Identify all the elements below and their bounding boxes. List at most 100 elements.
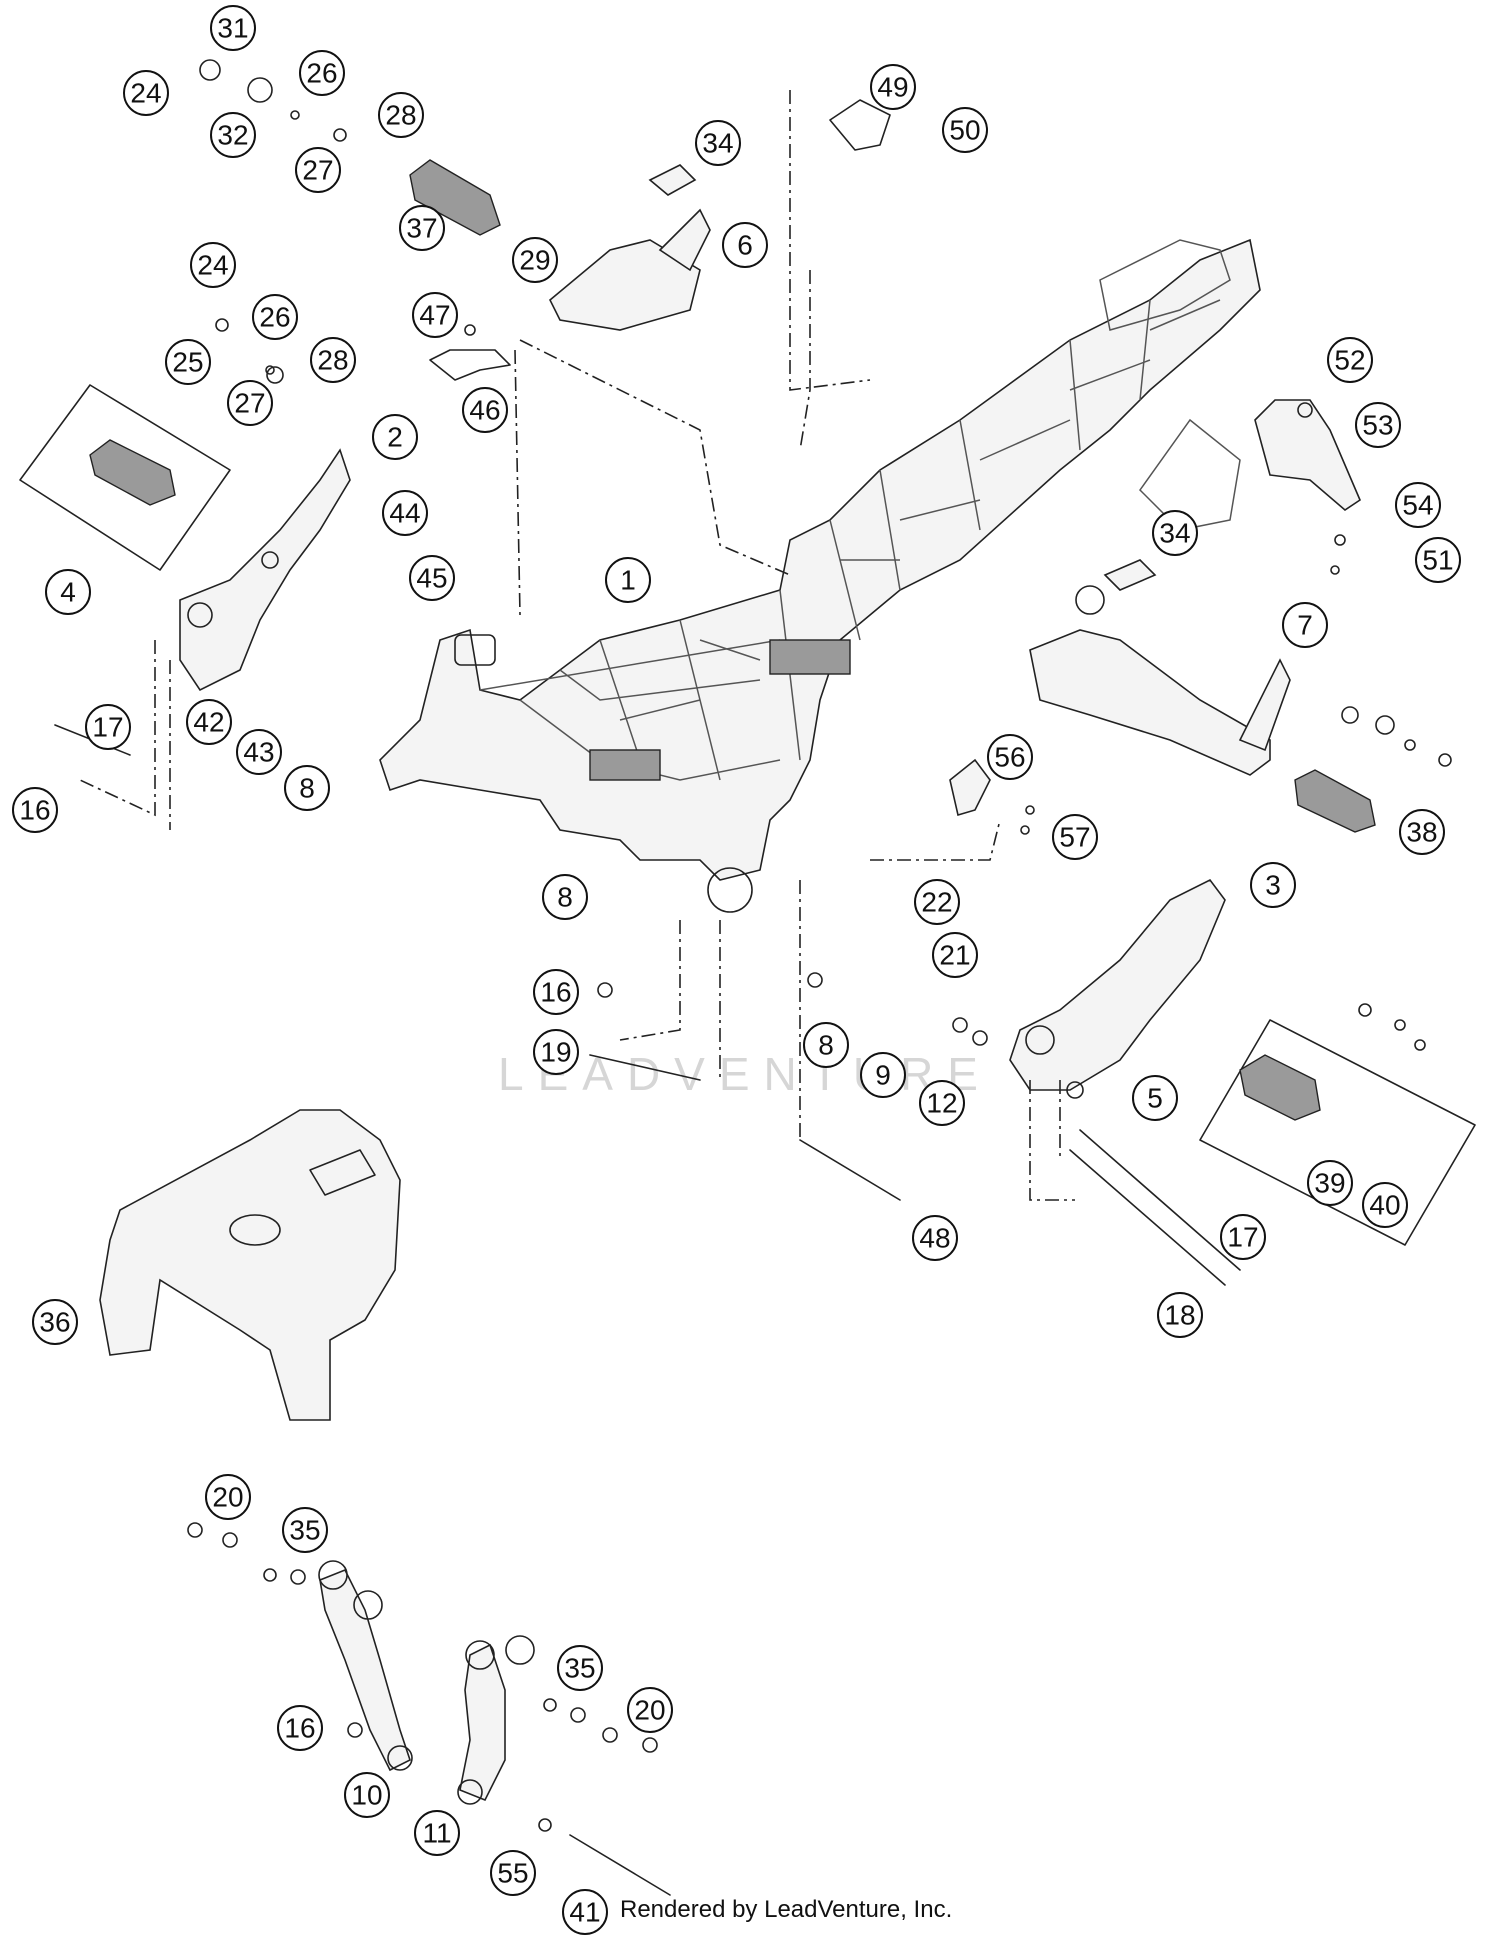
callout-7[interactable]: 7 <box>1282 602 1328 648</box>
footrest-bracket-right[interactable] <box>1009 878 1226 1091</box>
callout-53[interactable]: 53 <box>1355 402 1401 448</box>
svg-text:27: 27 <box>234 388 265 419</box>
callout-26[interactable]: 26 <box>252 294 298 340</box>
plate-34-right[interactable] <box>1103 559 1157 591</box>
callout-28[interactable]: 28 <box>310 337 356 383</box>
bolt-17-right[interactable] <box>1079 1129 1241 1271</box>
bolt-19[interactable] <box>589 1054 701 1081</box>
callout-54[interactable]: 54 <box>1395 482 1441 528</box>
callout-38[interactable]: 38 <box>1399 809 1445 855</box>
callout-27[interactable]: 27 <box>227 380 273 426</box>
svg-text:29: 29 <box>519 245 550 276</box>
callout-56[interactable]: 56 <box>987 734 1033 780</box>
bolt-48[interactable] <box>799 1139 901 1201</box>
callout-27[interactable]: 27 <box>295 147 341 193</box>
callout-24[interactable]: 24 <box>190 242 236 288</box>
svg-text:17: 17 <box>1227 1222 1258 1253</box>
callout-24[interactable]: 24 <box>123 70 169 116</box>
callout-2[interactable]: 2 <box>372 414 418 460</box>
callout-18[interactable]: 18 <box>1157 1292 1203 1338</box>
link-10[interactable] <box>319 1568 411 1772</box>
callout-25[interactable]: 25 <box>165 339 211 385</box>
callout-3[interactable]: 3 <box>1250 862 1296 908</box>
callout-55[interactable]: 55 <box>490 1850 536 1896</box>
callout-17[interactable]: 17 <box>1220 1214 1266 1260</box>
callout-17[interactable]: 17 <box>85 704 131 750</box>
callout-20[interactable]: 20 <box>627 1687 673 1733</box>
callout-40[interactable]: 40 <box>1362 1182 1408 1228</box>
callout-16[interactable]: 16 <box>277 1705 323 1751</box>
svg-text:25: 25 <box>172 347 203 378</box>
callout-43[interactable]: 43 <box>236 729 282 775</box>
callout-8[interactable]: 8 <box>803 1022 849 1068</box>
svg-text:1: 1 <box>620 565 636 596</box>
callout-36[interactable]: 36 <box>32 1299 78 1345</box>
callout-51[interactable]: 51 <box>1415 537 1461 583</box>
main-frame-part[interactable] <box>379 238 1261 913</box>
callout-8[interactable]: 8 <box>284 765 330 811</box>
callout-46[interactable]: 46 <box>462 387 508 433</box>
footpeg-kit-left-box[interactable] <box>19 384 231 571</box>
bolt-18[interactable] <box>1069 1149 1226 1286</box>
bolt-41[interactable] <box>569 1834 671 1896</box>
callout-5[interactable]: 5 <box>1132 1075 1178 1121</box>
footpeg-37[interactable] <box>409 159 501 236</box>
callout-57[interactable]: 57 <box>1052 814 1098 860</box>
callout-26[interactable]: 26 <box>299 50 345 96</box>
callout-19[interactable]: 19 <box>533 1029 579 1075</box>
callout-6[interactable]: 6 <box>722 222 768 268</box>
footrest-bracket-7[interactable] <box>1029 629 1271 776</box>
callout-32[interactable]: 32 <box>210 112 256 158</box>
plate-34-top[interactable] <box>648 164 697 196</box>
bracket-53[interactable] <box>1254 399 1361 512</box>
callout-22[interactable]: 22 <box>914 879 960 925</box>
callout-41[interactable]: 41 <box>562 1889 608 1935</box>
link-11[interactable] <box>459 1643 506 1802</box>
callout-11[interactable]: 11 <box>414 1810 460 1856</box>
callout-20[interactable]: 20 <box>205 1474 251 1520</box>
callout-52[interactable]: 52 <box>1327 337 1373 383</box>
footpeg-kit-right-box[interactable] <box>1199 1019 1476 1246</box>
callout-47[interactable]: 47 <box>412 292 458 338</box>
svg-text:45: 45 <box>416 563 447 594</box>
svg-text:40: 40 <box>1369 1190 1400 1221</box>
svg-text:44: 44 <box>389 498 420 529</box>
callout-16[interactable]: 16 <box>12 787 58 833</box>
callout-12[interactable]: 12 <box>919 1080 965 1126</box>
footpeg-38[interactable] <box>1294 769 1376 833</box>
callout-21[interactable]: 21 <box>932 932 978 978</box>
callout-34[interactable]: 34 <box>695 120 741 166</box>
callout-35[interactable]: 35 <box>282 1507 328 1553</box>
footrest-bracket-left[interactable] <box>179 448 351 692</box>
svg-text:48: 48 <box>919 1223 950 1254</box>
plate-56[interactable] <box>949 758 991 817</box>
callout-34[interactable]: 34 <box>1152 510 1198 556</box>
callout-49[interactable]: 49 <box>870 64 916 110</box>
skid-plate-36[interactable] <box>99 1109 401 1421</box>
callout-29[interactable]: 29 <box>512 237 558 283</box>
bracket-49[interactable] <box>829 99 891 151</box>
callout-8[interactable]: 8 <box>542 874 588 920</box>
callout-4[interactable]: 4 <box>45 569 91 615</box>
callout-50[interactable]: 50 <box>942 107 988 153</box>
callout-28[interactable]: 28 <box>378 92 424 138</box>
svg-text:22: 22 <box>921 887 952 918</box>
callout-35[interactable]: 35 <box>557 1645 603 1691</box>
svg-text:20: 20 <box>212 1482 243 1513</box>
svg-text:7: 7 <box>1297 610 1313 641</box>
svg-text:47: 47 <box>419 300 450 331</box>
callout-48[interactable]: 48 <box>912 1215 958 1261</box>
svg-text:46: 46 <box>469 395 500 426</box>
callout-37[interactable]: 37 <box>399 205 445 251</box>
callout-45[interactable]: 45 <box>409 555 455 601</box>
callout-42[interactable]: 42 <box>186 699 232 745</box>
callout-31[interactable]: 31 <box>210 5 256 51</box>
callout-1[interactable]: 1 <box>605 557 651 603</box>
callout-10[interactable]: 10 <box>344 1772 390 1818</box>
footrest-bracket-6[interactable] <box>549 239 701 331</box>
callout-44[interactable]: 44 <box>382 490 428 536</box>
bracket-46[interactable] <box>429 349 511 381</box>
callout-39[interactable]: 39 <box>1307 1160 1353 1206</box>
callout-16[interactable]: 16 <box>533 969 579 1015</box>
callout-9[interactable]: 9 <box>860 1052 906 1098</box>
